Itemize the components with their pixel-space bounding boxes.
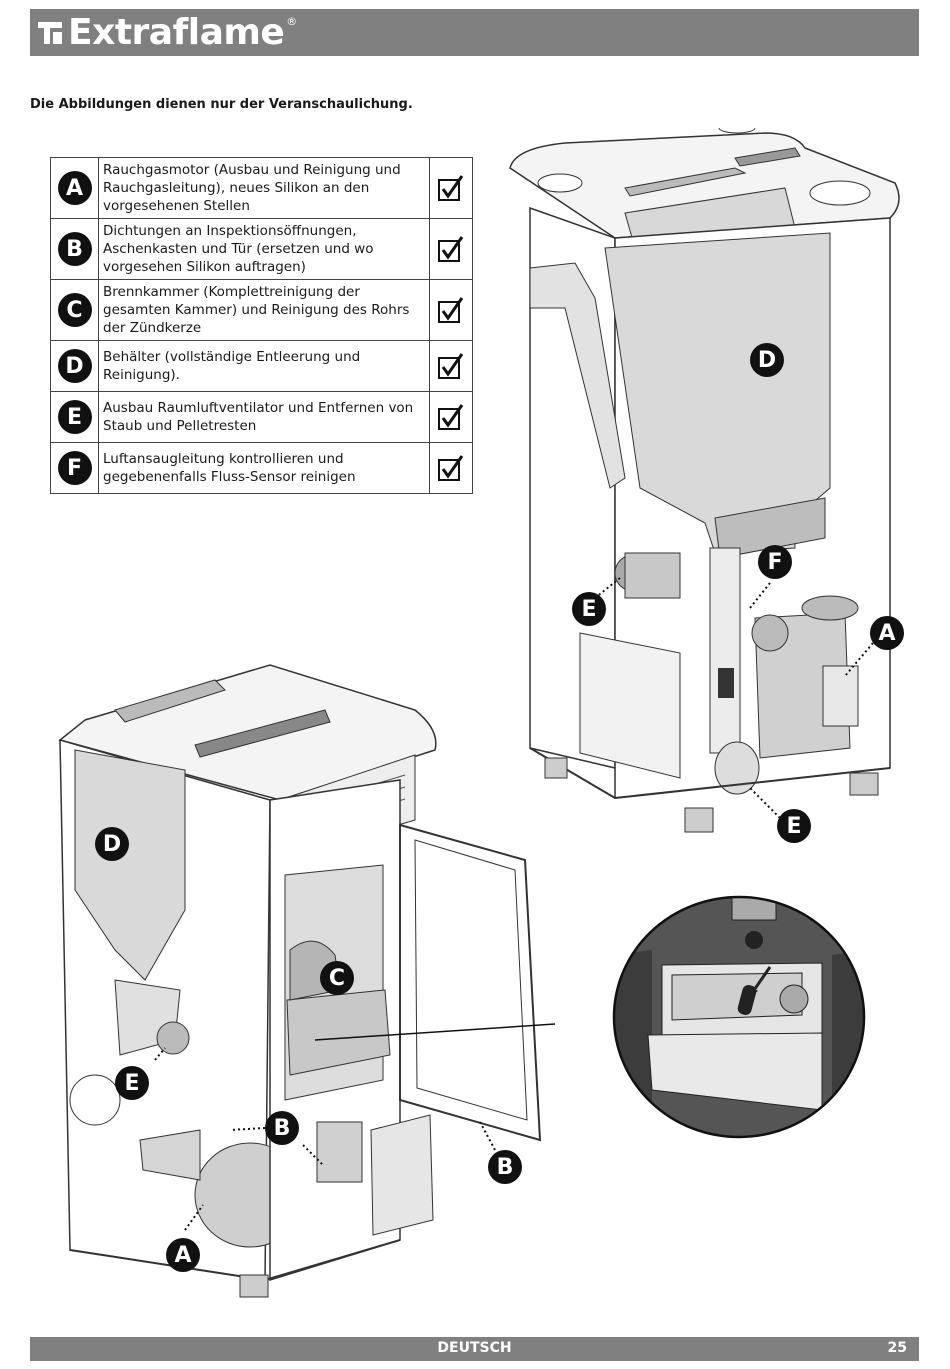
- callout-b-bottom-left: B: [265, 1111, 299, 1145]
- maintenance-checklist: A Rauchgasmotor (Ausbau und Reinigung un…: [50, 157, 473, 494]
- ignition-detail-magnifier: [612, 895, 866, 1139]
- brand-name: Extraflame: [68, 12, 285, 53]
- checkbox-checked-icon: [438, 175, 464, 201]
- page-number: 25: [887, 1340, 907, 1356]
- header-bar: Extraflame ®: [30, 9, 919, 56]
- checklist-text: Ausbau Raumluftventilator und Entfernen …: [98, 391, 430, 443]
- callout-a-top: A: [870, 616, 904, 650]
- intro-note: Die Abbildungen dienen nur der Veranscha…: [30, 97, 413, 112]
- callout-a-bottom: A: [166, 1238, 200, 1272]
- letter-badge: F: [57, 451, 92, 485]
- callout-d-bottom: D: [95, 827, 129, 861]
- letter-badge: C: [57, 293, 92, 327]
- brand-logo: Extraflame ®: [36, 9, 297, 56]
- checklist-text: Dichtungen an Inspektionsöffnungen, Asch…: [98, 218, 430, 280]
- checkbox-checked-icon: [438, 297, 464, 323]
- checklist-row: D Behälter (vollständige Entleerung und …: [50, 340, 473, 392]
- callout-d-top: D: [750, 343, 784, 377]
- checklist-row: F Luftansaugleitung kontrollieren und ge…: [50, 442, 473, 494]
- letter-badge: A: [57, 171, 92, 205]
- checklist-row: A Rauchgasmotor (Ausbau und Reinigung un…: [50, 157, 473, 219]
- checklist-text: Rauchgasmotor (Ausbau und Reinigung und …: [98, 157, 430, 219]
- checkbox-checked-icon: [438, 455, 464, 481]
- callout-f-top: F: [758, 545, 792, 579]
- callout-b-bottom-right: B: [488, 1150, 522, 1184]
- letter-badge: D: [57, 349, 92, 383]
- letter-badge: E: [57, 400, 92, 434]
- checklist-row: C Brennkammer (Komplettreinigung der ges…: [50, 279, 473, 341]
- registered-mark: ®: [286, 15, 298, 28]
- callout-c-bottom: C: [320, 961, 354, 995]
- letter-badge: B: [57, 232, 92, 266]
- checkbox-checked-icon: [438, 236, 464, 262]
- footer-bar: DEUTSCH 25: [30, 1337, 919, 1361]
- checklist-row: B Dichtungen an Inspektionsöffnungen, As…: [50, 218, 473, 280]
- callout-e-bottom: E: [115, 1066, 149, 1100]
- footer-language: DEUTSCH: [437, 1340, 512, 1356]
- checklist-text: Behälter (vollständige Entleerung und Re…: [98, 340, 430, 392]
- checklist-text: Brennkammer (Komplettreinigung der gesam…: [98, 279, 430, 341]
- stove-front-illustration: [58, 664, 555, 1298]
- checklist-row: E Ausbau Raumluftventilator und Entferne…: [50, 391, 473, 443]
- checkbox-checked-icon: [438, 404, 464, 430]
- stove-rear-illustration: [509, 128, 900, 833]
- callout-e-bottom-right: E: [777, 809, 811, 843]
- checklist-text: Luftansaugleitung kontrollieren und gege…: [98, 442, 430, 494]
- flame-logo-icon: [36, 18, 64, 48]
- callout-e-top: E: [572, 592, 606, 626]
- checkbox-checked-icon: [438, 353, 464, 379]
